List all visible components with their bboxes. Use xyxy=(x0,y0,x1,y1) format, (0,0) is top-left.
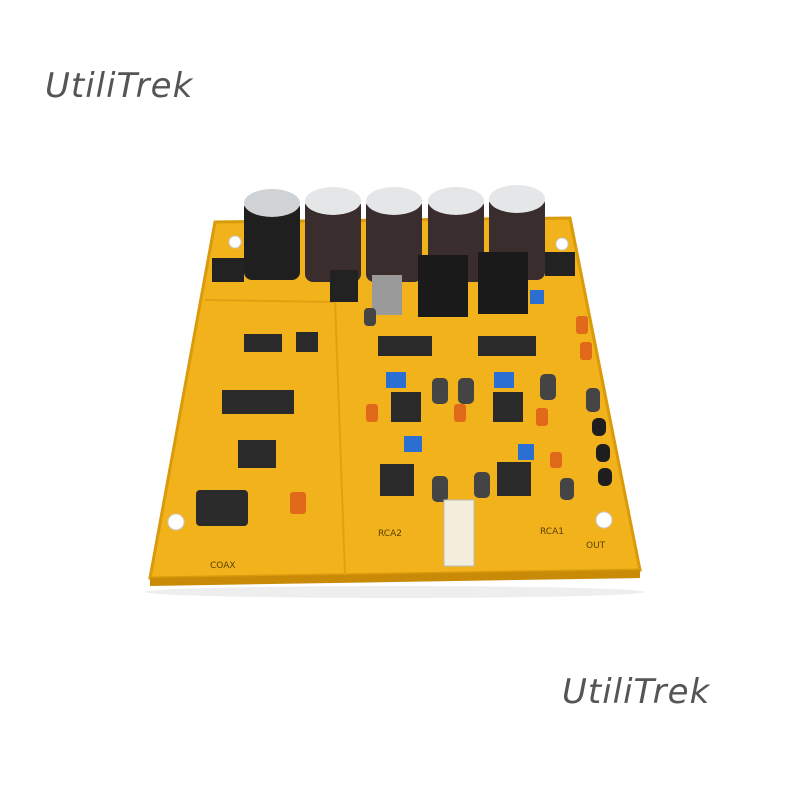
ic-chips xyxy=(196,332,536,526)
pcb-board-edge xyxy=(150,570,640,586)
label-rca1: RCA1 xyxy=(540,527,564,537)
heatsinks xyxy=(212,252,575,317)
small-capacitors xyxy=(364,308,600,502)
watermark-bottom: UtiliTrek xyxy=(562,672,711,712)
label-out: OUT xyxy=(586,541,606,551)
mounting-holes xyxy=(167,235,613,531)
trimmer-pots xyxy=(386,290,544,460)
film-capacitors xyxy=(290,316,592,514)
transistors xyxy=(592,418,612,486)
watermark-top: UtiliTrek xyxy=(45,66,194,106)
label-coax: COAX xyxy=(210,561,236,571)
relay xyxy=(443,499,475,567)
label-rca2: RCA2 xyxy=(378,529,402,539)
